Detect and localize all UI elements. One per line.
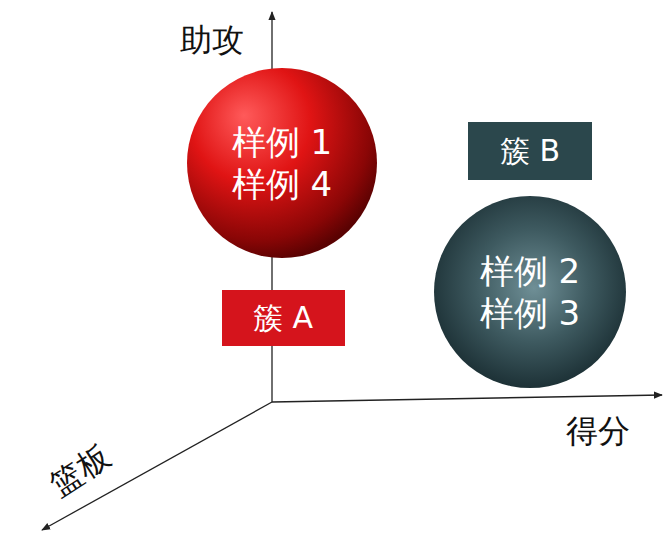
sample-label: 样例 2 <box>480 250 580 293</box>
sphere-shape <box>187 68 377 258</box>
cluster-label-box: 簇 A <box>222 290 345 346</box>
sphere-fill <box>187 68 377 258</box>
axis-label: 得分 <box>566 411 630 451</box>
cluster-sphere: 样例 2样例 3 <box>434 196 626 388</box>
axis-label: 助攻 <box>180 20 244 60</box>
cluster-sphere: 样例 1样例 4 <box>187 68 377 258</box>
text-column: 簇 B <box>468 122 592 180</box>
cluster-label-box: 簇 B <box>468 122 592 180</box>
sphere-shape <box>434 196 626 388</box>
sample-label: 样例 4 <box>232 163 332 206</box>
text-column: 簇 A <box>222 290 345 346</box>
axis-label-holder: 得分 <box>566 411 630 451</box>
horizontal-axis <box>272 395 662 402</box>
sample-label: 样例 3 <box>480 292 580 335</box>
cluster-name: 簇 B <box>500 132 560 170</box>
sphere-fill <box>434 196 626 388</box>
text-column: 样例 2样例 3 <box>434 196 626 388</box>
text-column: 样例 1样例 4 <box>187 68 377 258</box>
cluster-name: 簇 A <box>253 299 313 337</box>
depth-axis <box>42 402 272 530</box>
sample-label: 样例 1 <box>232 121 332 164</box>
axis-label-holder: 助攻 <box>180 20 244 60</box>
